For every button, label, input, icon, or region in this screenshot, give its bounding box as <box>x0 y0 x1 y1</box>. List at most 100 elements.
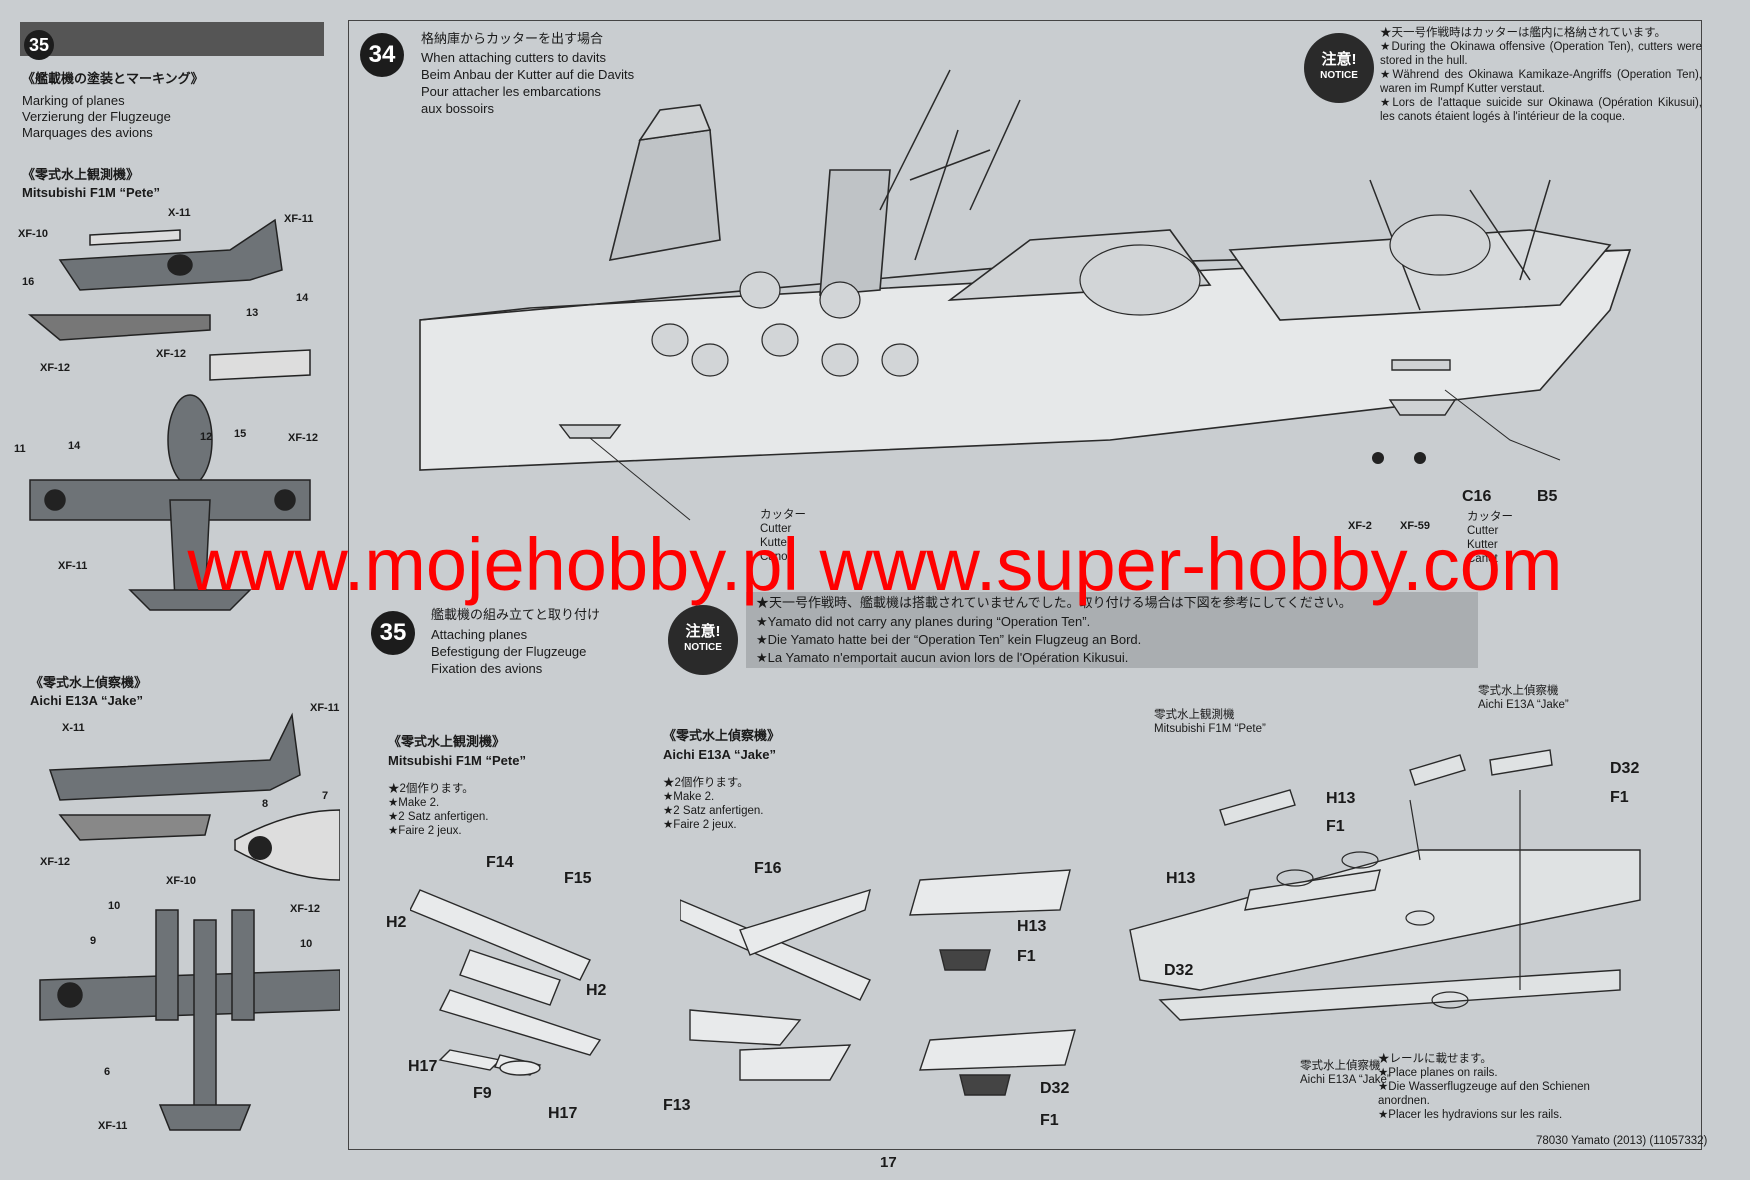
part-h13: H13 <box>1017 918 1047 935</box>
step34-title-en: When attaching cutters to davits <box>421 50 606 65</box>
pete-title-jp: 《零式水上観測機》 <box>388 734 506 749</box>
decal-12: 12 <box>200 431 213 443</box>
part-f13: F13 <box>663 1097 691 1114</box>
step35-notice-line-jp: ★天一号作戦時、艦載機は搭載されていませんでした。取り付ける場合は下図を参考にし… <box>756 595 1352 610</box>
rail-jake-title: Aichi E13A “Jake” <box>1478 699 1569 711</box>
part-d32: D32 <box>1040 1080 1070 1097</box>
rail-jake-bottom-jp: 零式水上偵察機 <box>1300 1060 1381 1072</box>
decal-15: 15 <box>234 428 247 440</box>
step34-notice-badge: 注意! NOTICE <box>1304 33 1374 103</box>
pete-title: Mitsubishi F1M “Pete” <box>388 753 526 768</box>
step35-notice-box <box>746 592 1478 668</box>
decal-14b: 14 <box>68 440 81 452</box>
part-f15: F15 <box>564 870 592 887</box>
label-xf10-pete: XF-10 <box>18 228 48 240</box>
cutter-label-left: カッター Cutter Kutter Canot <box>760 509 806 563</box>
label-xf2: XF-2 <box>1348 520 1372 532</box>
watermark-text: www.mojehobby.pl www.super-hobby.com <box>187 523 1563 606</box>
step35-notice-line-en: ★Yamato did not carry any planes during … <box>756 614 1091 629</box>
rail-part-f1-b: F1 <box>1610 789 1629 806</box>
label-xf59: XF-59 <box>1400 520 1430 532</box>
step34-title-fr2: aux bossoirs <box>421 101 494 116</box>
decal-9: 9 <box>90 935 97 947</box>
step35-number: 35 <box>371 611 415 655</box>
part-f1: F1 <box>1017 948 1036 965</box>
decal-11: 11 <box>14 443 26 455</box>
label-xf11-pete-top: XF-11 <box>58 560 88 572</box>
label-xf12-pete-c: XF-12 <box>288 432 318 444</box>
label-xf11-pete: XF-11 <box>284 213 314 225</box>
section-header-bar <box>20 22 324 56</box>
rail-placement-drawing <box>1129 749 1641 1021</box>
part-f9: F9 <box>473 1085 492 1102</box>
left-heading-de: Verzierung der Flugzeuge <box>22 109 171 124</box>
label-xf11-jake-b: XF-11 <box>98 1120 128 1132</box>
rail-part-h13: H13 <box>1326 790 1356 807</box>
yamato-ship-illustration <box>419 69 1632 521</box>
rail-pete-title: Mitsubishi F1M “Pete” <box>1154 723 1266 735</box>
decal-16: 16 <box>22 276 35 288</box>
jake-make-note: ★2個作ります。 ★Make 2. ★2 Satz anfertigen. ★F… <box>663 777 764 831</box>
step34-number: 34 <box>360 33 404 77</box>
left-heading-en: Marking of planes <box>22 93 125 108</box>
instruction-frame <box>348 20 1702 1150</box>
mount-detail-drawing <box>909 869 1076 1096</box>
jake-marking-illustration <box>39 712 340 1131</box>
decal-6: 6 <box>104 1066 111 1078</box>
step35-title-de: Befestigung der Flugzeuge <box>431 644 587 659</box>
pete-marking-illustration <box>27 218 311 611</box>
label-xf12-pete-a: XF-12 <box>40 362 70 374</box>
decal-10b: 10 <box>300 938 313 950</box>
part-h17-b: H17 <box>548 1105 578 1122</box>
label-xf12-jake-b: XF-12 <box>290 903 320 915</box>
decal-13: 13 <box>246 307 259 319</box>
decal-10: 10 <box>108 900 121 912</box>
rail-part-f1: F1 <box>1326 818 1345 835</box>
rails-note: ★レールに載せます。 ★Place planes on rails. ★Die … <box>1378 1053 1590 1121</box>
cutter-label-right: カッター Cutter Kutter Canot <box>1467 511 1513 565</box>
part-c16: C16 <box>1462 488 1492 505</box>
step35-notice-line-fr: ★La Yamato n'emportait aucun avion lors … <box>756 650 1129 665</box>
decal-14: 14 <box>296 292 309 304</box>
label-x11-pete: X-11 <box>168 207 191 219</box>
notice-en: NOTICE <box>684 642 722 653</box>
label-xf10-jake: XF-10 <box>166 875 196 887</box>
decal-8: 8 <box>262 798 269 810</box>
step35-notice-badge: 注意! NOTICE <box>668 605 738 675</box>
label-x11-jake: X-11 <box>62 722 85 734</box>
notice-jp: 注意! <box>685 623 721 640</box>
step35-title-jp: 艦載機の組み立てと取り付け <box>431 607 601 622</box>
rail-jake-title-jp: 零式水上偵察機 <box>1478 685 1559 697</box>
rail-part-h13-b: H13 <box>1166 870 1196 887</box>
notice-jp: 注意! <box>1321 51 1357 68</box>
rail-part-d32-b: D32 <box>1610 760 1640 777</box>
part-f1-b: F1 <box>1040 1112 1059 1129</box>
decal-7: 7 <box>322 790 329 802</box>
left-heading-fr: Marquages des avions <box>22 125 153 140</box>
part-f16: F16 <box>754 860 782 877</box>
jake-title: Aichi E13A “Jake” <box>663 747 776 762</box>
rail-jake-bottom: Aichi E13A “Jake” <box>1300 1074 1391 1086</box>
part-b5: B5 <box>1537 488 1558 505</box>
left-jake-title-jp: 《零式水上偵察機》 <box>30 675 148 690</box>
left-heading-jp: 《艦載機の塗装とマーキング》 <box>22 71 204 86</box>
part-h17-a: H17 <box>408 1058 438 1075</box>
part-f14: F14 <box>486 854 514 871</box>
left-jake-title: Aichi E13A “Jake” <box>30 693 143 708</box>
pete-make-note: ★2個作ります。 ★Make 2. ★2 Satz anfertigen. ★F… <box>388 783 489 837</box>
footer-code: 78030 Yamato (2013) (11057332) <box>1536 1135 1708 1147</box>
step34-title-de: Beim Anbau der Kutter auf die Davits <box>421 67 635 82</box>
step35-notice-line-de: ★Die Yamato hatte bei der “Operation Ten… <box>756 632 1142 647</box>
step34-title-fr1: Pour attacher les embarcations <box>421 84 601 99</box>
step34-title-jp: 格納庫からカッターを出す場合 <box>421 31 604 46</box>
jake-assembly-drawing <box>680 888 871 1081</box>
step34-notice-text: ★天一号作戦時はカッターは艦内に格納されています。 ★During the Ok… <box>1380 27 1702 123</box>
label-xf12-jake: XF-12 <box>40 856 70 868</box>
step35-title-en: Attaching planes <box>431 627 528 642</box>
pete-assembly-drawing <box>410 889 602 1076</box>
rail-pete-title-jp: 零式水上観測機 <box>1154 709 1235 721</box>
page-number: 17 <box>880 1154 897 1171</box>
left-pete-title-jp: 《零式水上観測機》 <box>22 167 140 182</box>
label-xf11-jake: XF-11 <box>310 702 340 714</box>
notice-en: NOTICE <box>1320 70 1358 81</box>
